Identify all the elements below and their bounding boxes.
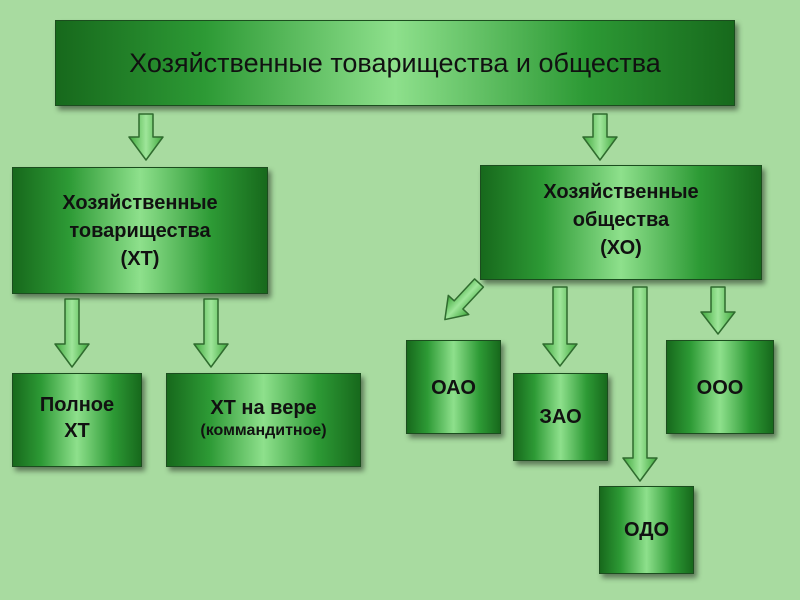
limited-partnership-box: ХТ на вере (коммандитное) bbox=[166, 373, 361, 467]
limited-partnership-label: ХТ на вере bbox=[210, 397, 317, 419]
main-title: Хозяйственные товарищества и общества bbox=[129, 47, 661, 78]
partnerships-label: Хозяйственные товарищества (ХТ) bbox=[62, 191, 218, 270]
arrow-to-odo bbox=[622, 286, 658, 482]
odo-box: ОДО bbox=[599, 486, 694, 574]
oao-label: ОАО bbox=[431, 377, 476, 399]
full-partnership-label: Полное ХТ bbox=[39, 394, 115, 442]
companies-label: Хозяйственные общества (ХО) bbox=[543, 181, 699, 259]
arrow-to-oao bbox=[444, 278, 485, 321]
zao-box: ЗАО bbox=[513, 373, 608, 461]
partnerships-box: Хозяйственные товарищества (ХТ) bbox=[12, 167, 268, 294]
arrow-title-to-partnerships bbox=[128, 113, 164, 161]
ooo-label: ООО bbox=[696, 377, 744, 399]
arrow-to-ooo bbox=[700, 286, 736, 335]
arrow-to-zao bbox=[542, 286, 578, 367]
arrow-to-limited-partnership bbox=[193, 298, 229, 368]
limited-partnership-sublabel: (коммандитное) bbox=[200, 422, 327, 439]
full-partnership-box: Полное ХТ bbox=[12, 373, 142, 467]
zao-label: ЗАО bbox=[539, 405, 582, 428]
ooo-box: ООО bbox=[666, 340, 774, 434]
oao-box: ОАО bbox=[406, 340, 501, 434]
arrow-title-to-companies bbox=[582, 113, 618, 161]
arrow-to-full-partnership bbox=[54, 298, 90, 368]
companies-box: Хозяйственные общества (ХО) bbox=[480, 165, 762, 280]
odo-label: ОДО bbox=[623, 518, 670, 541]
main-title-box: Хозяйственные товарищества и общества bbox=[55, 20, 735, 106]
